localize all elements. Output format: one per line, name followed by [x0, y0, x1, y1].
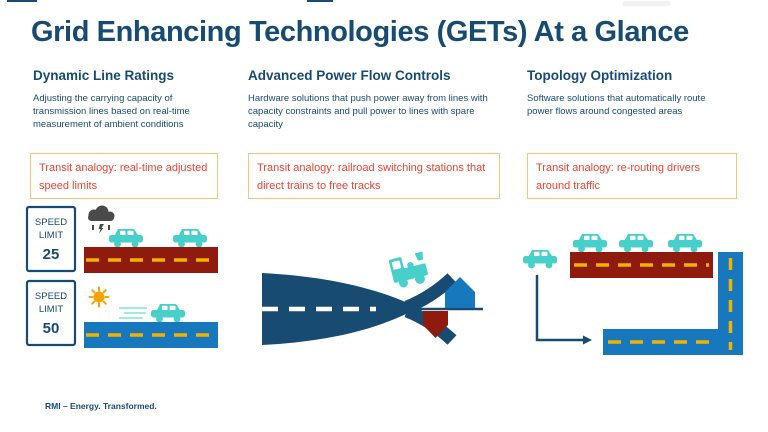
push-up-marker: [445, 277, 475, 308]
svg-text:SPEED: SPEED: [35, 217, 67, 228]
rain-cloud-icon: [88, 205, 115, 234]
power-flow-controls-illustration: [262, 251, 483, 345]
congested-road: [84, 247, 218, 273]
svg-text:25: 25: [43, 246, 60, 263]
car-icon: [173, 229, 207, 248]
svg-text:LIMIT: LIMIT: [39, 304, 63, 315]
topology-optimization-illustration: [523, 234, 743, 355]
pull-down-marker: [423, 311, 448, 338]
transit-analogy-text: Transit analogy: real-time adjusted spee…: [39, 162, 208, 192]
car-icon: [523, 250, 557, 269]
column-heading-dynamic-line-ratings: Dynamic Line Ratings: [33, 68, 175, 83]
top-edge-artifact: [7, 0, 37, 2]
car-icon: [619, 234, 653, 253]
car-icon: [109, 229, 143, 248]
speed-limit-sign: SPEED LIMIT 25: [25, 205, 77, 273]
column-heading-topology-optimization: Topology Optimization: [527, 68, 673, 83]
page-title: Grid Enhancing Technologies (GETs) At a …: [31, 16, 689, 48]
column-heading-advanced-power-flow-controls: Advanced Power Flow Controls: [248, 68, 451, 83]
speed-limit-sign: SPEED LIMIT 50: [25, 279, 77, 347]
train-icon: [388, 251, 430, 291]
svg-text:LIMIT: LIMIT: [39, 230, 63, 241]
transit-analogy-box: Transit analogy: re-routing drivers arou…: [527, 153, 737, 199]
car-icon: [151, 304, 185, 323]
column-description: Adjusting the carrying capacity of trans…: [33, 93, 190, 130]
dynamic-line-ratings-illustration: SPEED LIMIT 25 SPEED LIMIT 50: [25, 205, 218, 348]
column-description: Hardware solutions that push power away …: [248, 93, 488, 130]
switch-track-up: [404, 273, 457, 314]
speed-lines: [118, 306, 148, 320]
reroute-arrow: [535, 275, 583, 342]
transit-analogy-box: Transit analogy: real-time adjusted spee…: [30, 153, 218, 199]
top-edge-artifact: [623, 1, 670, 6]
transit-analogy-box: Transit analogy: railroad switching stat…: [248, 153, 500, 199]
footer-tagline: RMI – Energy. Transformed.: [45, 401, 157, 411]
reroute-arrowhead-icon: [583, 335, 592, 345]
clear-road: [84, 322, 218, 348]
top-edge-artifact: [307, 0, 333, 2]
column-description: Software solutions that automatically ro…: [527, 93, 706, 117]
transit-analogy-text: Transit analogy: re-routing drivers arou…: [536, 162, 701, 192]
car-icon: [573, 234, 607, 253]
transit-analogy-text: Transit analogy: railroad switching stat…: [257, 162, 486, 192]
car-icon: [668, 234, 702, 253]
svg-text:SPEED: SPEED: [35, 291, 67, 302]
svg-text:50: 50: [43, 320, 60, 337]
sun-icon: [88, 286, 110, 308]
track-merge-shape: [262, 273, 410, 345]
